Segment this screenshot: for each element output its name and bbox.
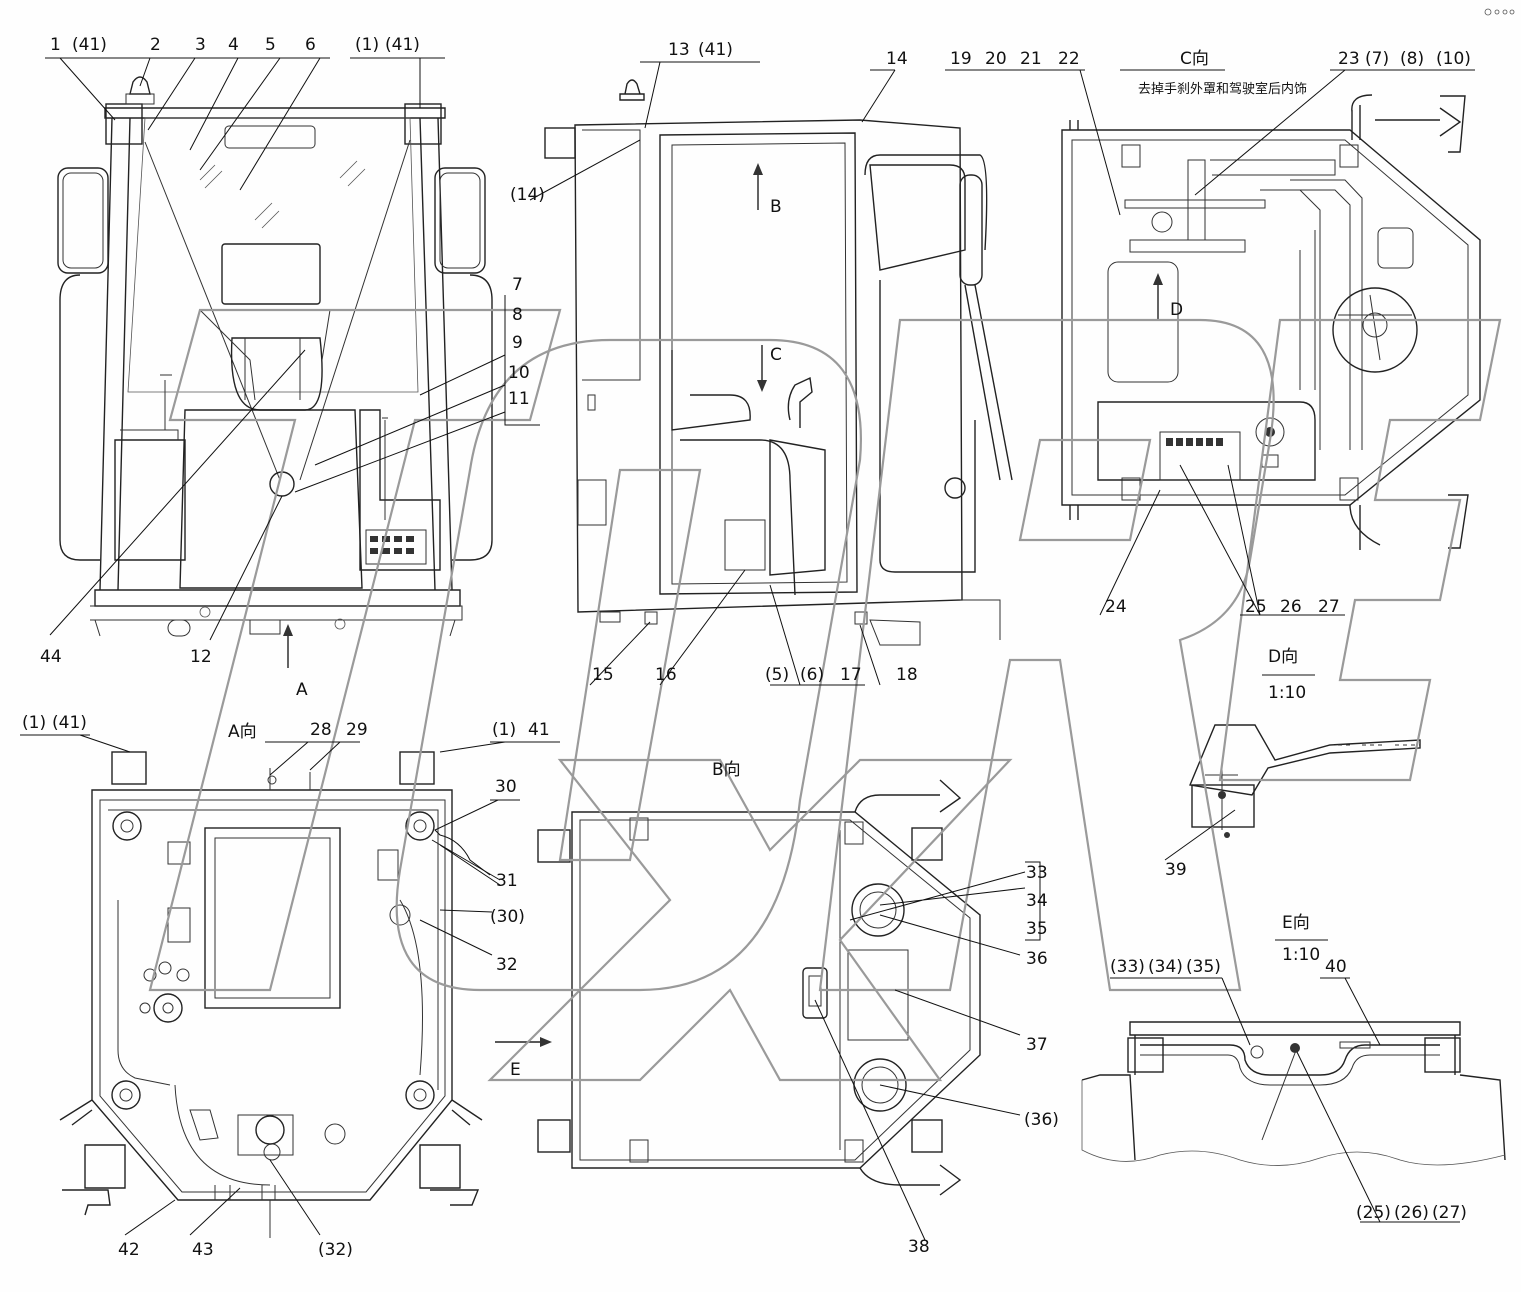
callout-27: 27: [1318, 597, 1340, 617]
callout-31: 31: [496, 871, 518, 891]
callout-30: 30: [495, 777, 517, 797]
view-d-title: D向: [1268, 647, 1298, 667]
view-b-title: B向: [712, 760, 741, 780]
callout-35: 35: [1026, 919, 1048, 939]
callout-21: 21: [1020, 49, 1042, 69]
callout-8-ref: (8): [1400, 49, 1424, 69]
callout-29: 29: [346, 720, 368, 740]
arrow-d-label: D: [1170, 300, 1183, 320]
callout-13: 13: [668, 40, 690, 60]
callout-1: 1: [50, 35, 61, 55]
callout-30-ref: (30): [490, 907, 525, 927]
callout-7-ref: (7): [1365, 49, 1389, 69]
callout-16: 16: [655, 665, 677, 685]
view-d-drawing: [1189, 724, 1421, 838]
callout-41-a: (41): [52, 713, 87, 733]
callout-42: 42: [118, 1240, 140, 1260]
callout-20: 20: [985, 49, 1007, 69]
callout-1-ref: (1): [355, 35, 379, 55]
callout-37: 37: [1026, 1035, 1048, 1055]
side-view-drawing: [544, 79, 1013, 646]
callout-10: 10: [508, 363, 530, 383]
view-e-scale: 1:10: [1282, 945, 1320, 965]
callout-25-ref: (25): [1356, 1203, 1391, 1223]
view-e-title: E向: [1282, 913, 1310, 933]
arrow-b-label: B: [770, 197, 782, 217]
corner-logo-icon: [1484, 8, 1515, 16]
callout-2: 2: [150, 35, 161, 55]
callout-23: 23: [1338, 49, 1360, 69]
callout-8: 8: [512, 305, 523, 325]
callout-3: 3: [195, 35, 206, 55]
callout-14: 14: [886, 49, 908, 69]
view-e-drawing: [1081, 1021, 1506, 1166]
watermark-logo: [148, 308, 1502, 1082]
callout-4: 4: [228, 35, 239, 55]
callout-34-ref: (34): [1148, 957, 1183, 977]
view-c-drawing: [1061, 94, 1481, 550]
callout-6-ref: (6): [800, 665, 824, 685]
callout-34: 34: [1026, 891, 1048, 911]
callout-5-ref: (5): [765, 665, 789, 685]
callout-12: 12: [190, 647, 212, 667]
callout-28: 28: [310, 720, 332, 740]
callout-33: 33: [1026, 863, 1048, 883]
callout-41-ref: (41): [385, 35, 420, 55]
callout-35-ref: (35): [1186, 957, 1221, 977]
callout-24: 24: [1105, 597, 1127, 617]
callout-10-ref: (10): [1436, 49, 1471, 69]
callout-9: 9: [512, 333, 523, 353]
view-b-drawing: [537, 779, 981, 1196]
arrow-a-label: A: [296, 680, 308, 700]
arrow-e-label: E: [510, 1060, 521, 1080]
arrow-a-head: [283, 624, 293, 636]
callout-41: (41): [72, 35, 107, 55]
leader-lines: [20, 57, 1475, 1241]
callout-22: 22: [1058, 49, 1080, 69]
callout-25: 25: [1245, 597, 1267, 617]
callout-40: 40: [1325, 957, 1347, 977]
callout-19: 19: [950, 49, 972, 69]
view-a-drawing: [59, 751, 552, 1238]
front-view-drawing: [57, 76, 493, 637]
callout-5: 5: [265, 35, 276, 55]
callout-32-ref: (32): [318, 1240, 353, 1260]
callout-6: 6: [305, 35, 316, 55]
callout-1-a2: (1): [492, 720, 516, 740]
view-c-note: 去掉手刹外罩和驾驶室后内饰: [1138, 81, 1307, 97]
callout-41-b: (41): [698, 40, 733, 60]
callout-41-a2: 41: [528, 720, 550, 740]
callout-36: 36: [1026, 949, 1048, 969]
callout-43: 43: [192, 1240, 214, 1260]
callout-26: 26: [1280, 597, 1302, 617]
callout-14-ref: (14): [510, 185, 545, 205]
callout-44: 44: [40, 647, 62, 667]
view-c-title: C向: [1180, 49, 1209, 69]
callout-27-ref: (27): [1432, 1203, 1467, 1223]
callout-38: 38: [908, 1237, 930, 1257]
callout-1-a: (1): [22, 713, 46, 733]
callout-33-ref: (33): [1110, 957, 1145, 977]
callout-26-ref: (26): [1394, 1203, 1429, 1223]
callout-36-ref: (36): [1024, 1110, 1059, 1130]
callout-17: 17: [840, 665, 862, 685]
callout-39: 39: [1165, 860, 1187, 880]
callout-32: 32: [496, 955, 518, 975]
view-d-scale: 1:10: [1268, 683, 1306, 703]
callout-18: 18: [896, 665, 918, 685]
view-a-title: A向: [228, 722, 257, 742]
arrow-c-label: C: [770, 345, 782, 365]
callout-7: 7: [512, 275, 523, 295]
callout-15: 15: [592, 665, 614, 685]
callout-11: 11: [508, 389, 530, 409]
